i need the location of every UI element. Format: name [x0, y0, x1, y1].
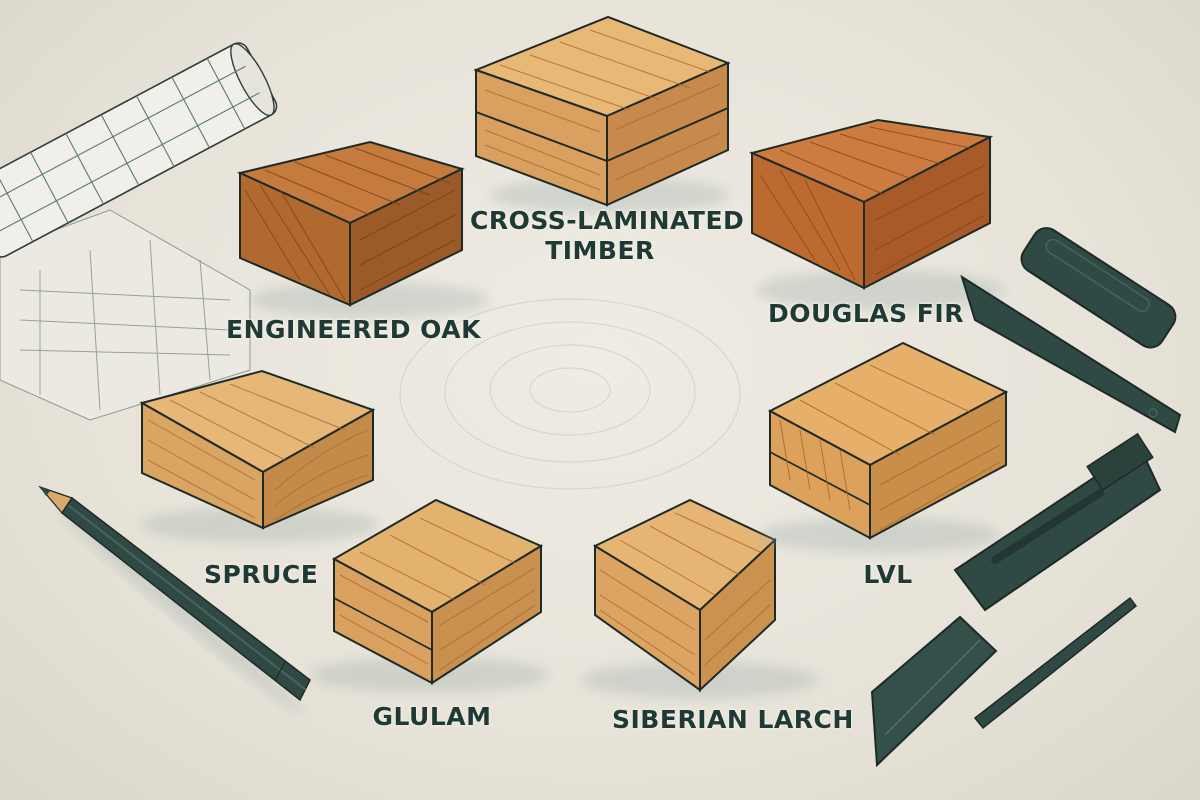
label-cross-laminated-line2: TIMBER: [545, 236, 655, 265]
engineered-oak-block: [236, 140, 490, 318]
label-cross-laminated-line1: CROSS-LAMINATED: [470, 206, 745, 235]
siberian-larch-block: [580, 498, 820, 698]
pencil-icon: [38, 485, 311, 714]
label-glulam: GLULAM: [372, 702, 492, 731]
lvl-block: [760, 341, 1009, 553]
label-siberian-larch: SIBERIAN LARCH: [612, 705, 854, 734]
straight-blade-icon: [960, 274, 1182, 434]
center-ring-pattern: [399, 298, 741, 490]
blueprint-roll-icon: [0, 42, 278, 421]
glulam-block: [310, 498, 550, 693]
label-spruce: SPRUCE: [204, 560, 319, 589]
utility-knife-icon: [870, 432, 1162, 768]
label-lvl: LVL: [863, 560, 913, 589]
scribe-icon: [973, 596, 1138, 730]
label-engineered-oak: ENGINEERED OAK: [226, 315, 481, 344]
cross-laminated-timber-block: [473, 15, 731, 213]
folded-knife-icon: [1020, 227, 1177, 349]
spruce-block: [139, 369, 380, 543]
label-douglas-fir: DOUGLAS FIR: [768, 299, 964, 328]
douglas-fir-block: [748, 118, 1005, 310]
label-cross-laminated-timber: CROSS-LAMINATED TIMBER: [470, 206, 745, 266]
